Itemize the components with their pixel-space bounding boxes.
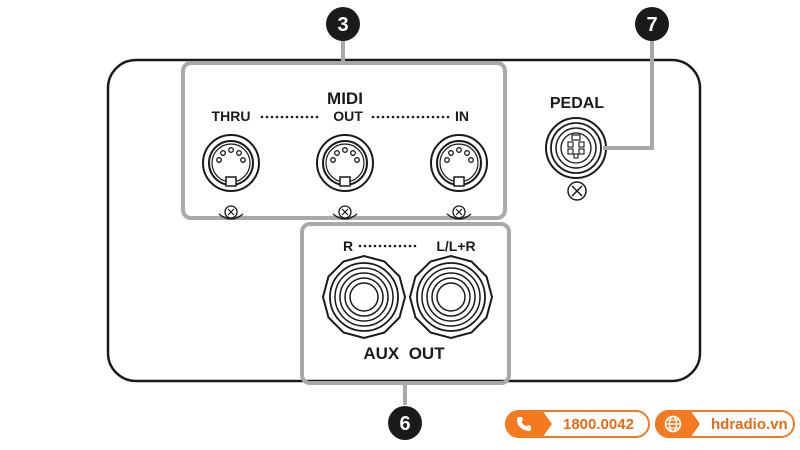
midi-title: MIDI	[327, 89, 363, 108]
panel-outline	[106, 58, 702, 383]
pedal-symbol-icon	[567, 181, 587, 201]
pedal-label: PEDAL	[550, 95, 604, 112]
website-pill[interactable]: hdradio.vn	[655, 410, 795, 438]
phone-number: 1800.0042	[563, 415, 634, 433]
midi-thru-label: THRU	[212, 108, 251, 124]
callout-3-badge	[326, 7, 360, 41]
midi-out-label: OUT	[333, 108, 363, 124]
aux-r-label: R	[343, 238, 353, 254]
phone-icon	[505, 410, 552, 438]
midi-thru-jack	[202, 134, 260, 192]
midi-out-jack	[316, 134, 374, 192]
callout-7-badge	[635, 7, 669, 41]
midi-in-jack	[430, 134, 488, 192]
callout-7-number: 7	[646, 14, 657, 36]
globe-icon	[655, 410, 700, 438]
phone-pill[interactable]: 1800.0042	[505, 410, 650, 438]
callout-3-number: 3	[337, 14, 348, 36]
midi-dotted-line	[260, 115, 450, 119]
aux-l-jack	[409, 255, 493, 339]
midi-in-label: IN	[455, 108, 469, 124]
aux-dotted-line	[358, 244, 417, 248]
website-url: hdradio.vn	[711, 415, 788, 433]
aux-out-label: AUX OUT	[363, 344, 445, 363]
callout-6-badge	[388, 406, 422, 440]
callout-7-leader	[603, 38, 654, 150]
callout-6-number: 6	[399, 413, 410, 435]
aux-l-label: L/L+R	[436, 238, 475, 254]
pedal-jack	[545, 117, 607, 179]
aux-r-jack	[322, 255, 406, 339]
